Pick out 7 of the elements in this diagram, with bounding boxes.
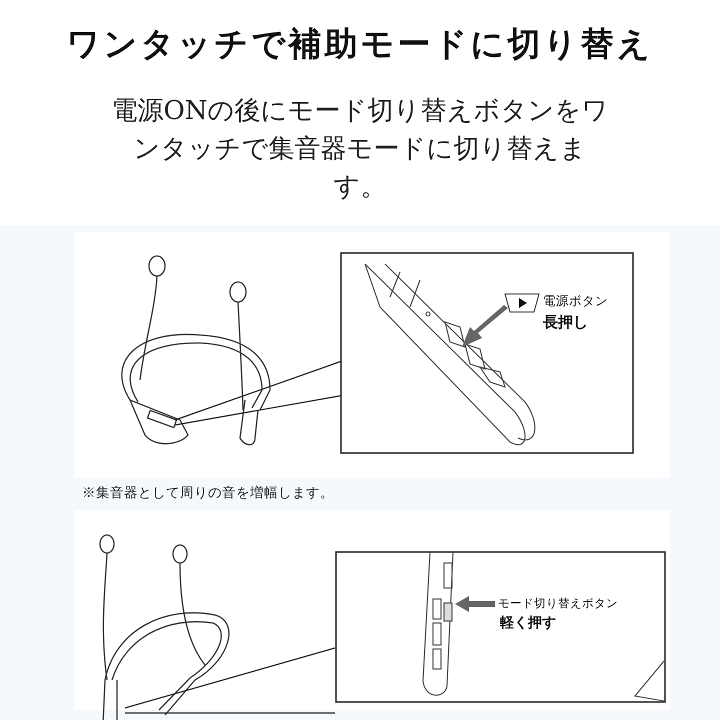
note-text: ※集音器として周りの音を増幅します。 <box>82 484 334 502</box>
intro-text: 電源ONの後にモード切り替えボタンをワンタッチで集音器モードに切り替えます。 <box>110 95 610 204</box>
title: ワンタッチで補助モードに切り替え <box>66 23 654 65</box>
button-label: 電源ボタン <box>543 293 608 310</box>
button-label: 長押し <box>543 313 588 332</box>
button-label: モード切り替えボタン <box>498 596 618 611</box>
button-label: 軽く押す <box>500 614 556 632</box>
